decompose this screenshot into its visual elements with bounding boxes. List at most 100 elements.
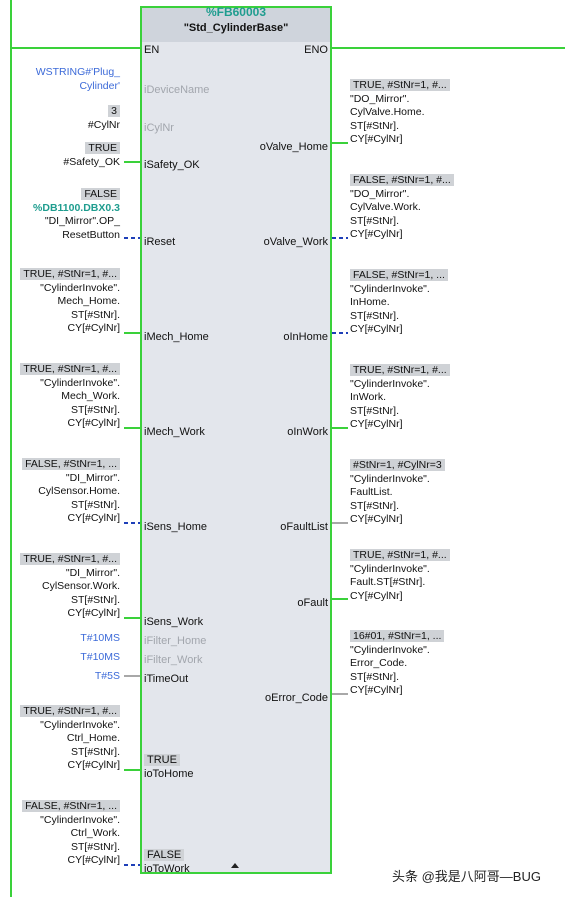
arg-ctrlHome-l1: "CylinderInvoke". (40, 718, 120, 731)
arg-inHome[interactable]: FALSE, #StNr=1, ... "CylinderInvoke". In… (350, 269, 448, 337)
arg-inHome-l2: InHome. (350, 296, 390, 308)
arg-filterWork[interactable]: T#10MS (80, 651, 120, 663)
arg-ctrlWork[interactable]: FALSE, #StNr=1, ... "CylinderInvoke". Ct… (22, 800, 120, 868)
expand-arrow-icon[interactable] (231, 863, 239, 868)
arg-inWork-l2: InWork. (350, 391, 386, 403)
arg-valveHome-l2: CylValve.Home. (350, 106, 425, 118)
arg-sensWork[interactable]: TRUE, #StNr=1, #... "DI_Mirror". CylSens… (20, 553, 120, 621)
arg-mechWork-value: TRUE, #StNr=1, #... (20, 363, 120, 375)
arg-inHome-l3: ST[#StNr]. (350, 309, 400, 322)
arg-safety-name: #Safety_OK (63, 155, 120, 168)
arg-inHome-l4: CY[#CylNr] (350, 323, 403, 335)
arg-fault-l1: "CylinderInvoke". (350, 562, 430, 575)
arg-errorCode-l1: "CylinderInvoke". (350, 643, 430, 656)
arg-faultList[interactable]: #StNr=1, #CylNr=3 "CylinderInvoke". Faul… (350, 459, 445, 527)
pin-oFaultList[interactable]: oFaultList (280, 521, 328, 533)
arg-timeOut[interactable]: T#5S (94, 670, 120, 682)
pin-iReset[interactable]: iReset (144, 236, 176, 248)
arg-inHome-l1: "CylinderInvoke". (350, 282, 430, 295)
arg-errorCode-value: 16#01, #StNr=1, ... (350, 630, 445, 642)
arg-mechWork-l4: CY[#CylNr] (67, 417, 120, 429)
arg-ctrlWork-l2: Ctrl_Work. (70, 827, 120, 839)
arg-valveWork-l2: CylValve.Work. (350, 201, 421, 213)
arg-valveWork[interactable]: FALSE, #StNr=1, #... "DO_Mirror". CylVal… (350, 174, 454, 242)
arg-ctrlWork-l4: CY[#CylNr] (67, 854, 120, 866)
pin-ioToWork[interactable]: ioToWork (144, 863, 190, 875)
arg-ctrlHome[interactable]: TRUE, #StNr=1, #... "CylinderInvoke". Ct… (20, 705, 120, 773)
arg-valveWork-l3: ST[#StNr]. (350, 214, 400, 227)
arg-sensWork-l1: "DI_Mirror". (65, 566, 120, 579)
arg-deviceName[interactable]: WSTRING#'Plug_ Cylinder' (36, 66, 120, 93)
arg-filterHome[interactable]: T#10MS (80, 632, 120, 644)
pin-iFilter_Work[interactable]: iFilter_Work (144, 654, 203, 666)
arg-faultList-l1: "CylinderInvoke". (350, 472, 430, 485)
pin-oFault[interactable]: oFault (297, 597, 328, 609)
arg-reset[interactable]: FALSE %DB1100.DBX0.3 "DI_Mirror".OP_ Res… (33, 188, 120, 242)
arg-ctrlHome-l4: CY[#CylNr] (67, 759, 120, 771)
pin-oValve_Work[interactable]: oValve_Work (263, 236, 328, 248)
arg-mechWork[interactable]: TRUE, #StNr=1, #... "CylinderInvoke". Me… (20, 363, 120, 431)
arg-errorCode[interactable]: 16#01, #StNr=1, ... "CylinderInvoke". Er… (350, 630, 445, 698)
arg-sensHome-l3: ST[#StNr]. (70, 498, 120, 511)
arg-valveWork-value: FALSE, #StNr=1, #... (350, 174, 454, 186)
pin-iSafety_OK[interactable]: iSafety_OK (144, 159, 200, 171)
arg-inWork-l3: ST[#StNr]. (350, 404, 400, 417)
arg-safety-value: TRUE (85, 142, 120, 154)
pin-iCylNr[interactable]: iCylNr (144, 122, 174, 134)
pin-ioToHome[interactable]: ioToHome (144, 768, 194, 780)
arg-mechWork-l1: "CylinderInvoke". (40, 376, 120, 389)
arg-cylNr[interactable]: 3 #CylNr (88, 105, 120, 132)
arg-inWork[interactable]: TRUE, #StNr=1, #... "CylinderInvoke". In… (350, 364, 450, 432)
function-block[interactable]: %FB60003 "Std_CylinderBase" EN ENO iDevi… (140, 5, 332, 875)
arg-mechHome[interactable]: TRUE, #StNr=1, #... "CylinderInvoke". Me… (20, 268, 120, 336)
pin-iMech_Work[interactable]: iMech_Work (144, 426, 205, 438)
arg-sensWork-l4: CY[#CylNr] (67, 607, 120, 619)
pin-oInWork[interactable]: oInWork (287, 426, 328, 438)
arg-faultList-l4: CY[#CylNr] (350, 513, 403, 525)
arg-reset-l2: ResetButton (62, 228, 120, 241)
arg-reset-addr: %DB1100.DBX0.3 (33, 201, 120, 214)
pin-oValve_Home[interactable]: oValve_Home (259, 141, 328, 153)
arg-inWork-l1: "CylinderInvoke". (350, 377, 430, 390)
arg-inWork-value: TRUE, #StNr=1, #... (350, 364, 450, 376)
arg-fault[interactable]: TRUE, #StNr=1, #... "CylinderInvoke". Fa… (350, 549, 450, 603)
arg-ctrlWork-l1: "CylinderInvoke". (40, 813, 120, 826)
ioToHome-value-text: TRUE (144, 754, 180, 766)
arg-valveHome-l4: CY[#CylNr] (350, 133, 403, 145)
pin-oInHome[interactable]: oInHome (283, 331, 328, 343)
pin-iMech_Home[interactable]: iMech_Home (144, 331, 209, 343)
arg-errorCode-l2: Error_Code. (350, 657, 408, 669)
arg-deviceName-l1: WSTRING#'Plug_ (35, 66, 120, 78)
arg-mechHome-l3: ST[#StNr]. (70, 308, 120, 321)
pin-en[interactable]: EN (144, 44, 160, 56)
arg-valveWork-l4: CY[#CylNr] (350, 228, 403, 240)
pin-eno[interactable]: ENO (304, 44, 328, 56)
pin-oError_Code[interactable]: oError_Code (265, 692, 328, 704)
arg-safety[interactable]: TRUE #Safety_OK (63, 142, 120, 169)
arg-faultList-l3: ST[#StNr]. (350, 499, 400, 512)
pin-iFilter_Home[interactable]: iFilter_Home (144, 635, 207, 647)
arg-mechHome-l4: CY[#CylNr] (67, 322, 120, 334)
pin-iSens_Work[interactable]: iSens_Work (144, 616, 204, 628)
arg-sensHome[interactable]: FALSE, #StNr=1, ... "DI_Mirror". CylSens… (22, 458, 120, 526)
arg-sensHome-value: FALSE, #StNr=1, ... (22, 458, 120, 470)
arg-fault-l2: Fault.ST[#StNr]. (350, 576, 426, 588)
ioToWork-value: FALSE (144, 849, 185, 862)
arg-mechWork-l3: ST[#StNr]. (70, 403, 120, 416)
pin-iTimeOut[interactable]: iTimeOut (144, 673, 189, 685)
arg-fault-l3: CY[#CylNr] (350, 589, 403, 602)
arg-valveHome-value: TRUE, #StNr=1, #... (350, 79, 450, 91)
arg-ctrlHome-value: TRUE, #StNr=1, #... (20, 705, 120, 717)
arg-inWork-l4: CY[#CylNr] (350, 418, 403, 430)
pin-iDeviceName[interactable]: iDeviceName (144, 84, 210, 96)
db-number: %FB60003 (205, 5, 267, 19)
arg-sensWork-value: TRUE, #StNr=1, #... (20, 553, 120, 565)
watermark: 头条 @我是八阿哥—BUG (392, 869, 541, 884)
arg-valveHome-l1: "DO_Mirror". (350, 92, 410, 105)
arg-deviceName-l2: Cylinder' (79, 79, 120, 92)
arg-sensHome-l4: CY[#CylNr] (67, 512, 120, 524)
arg-errorCode-l4: CY[#CylNr] (350, 684, 403, 696)
arg-valveHome[interactable]: TRUE, #StNr=1, #... "DO_Mirror". CylValv… (350, 79, 450, 147)
ioToWork-value-text: FALSE (144, 849, 185, 861)
pin-iSens_Home[interactable]: iSens_Home (144, 521, 207, 533)
